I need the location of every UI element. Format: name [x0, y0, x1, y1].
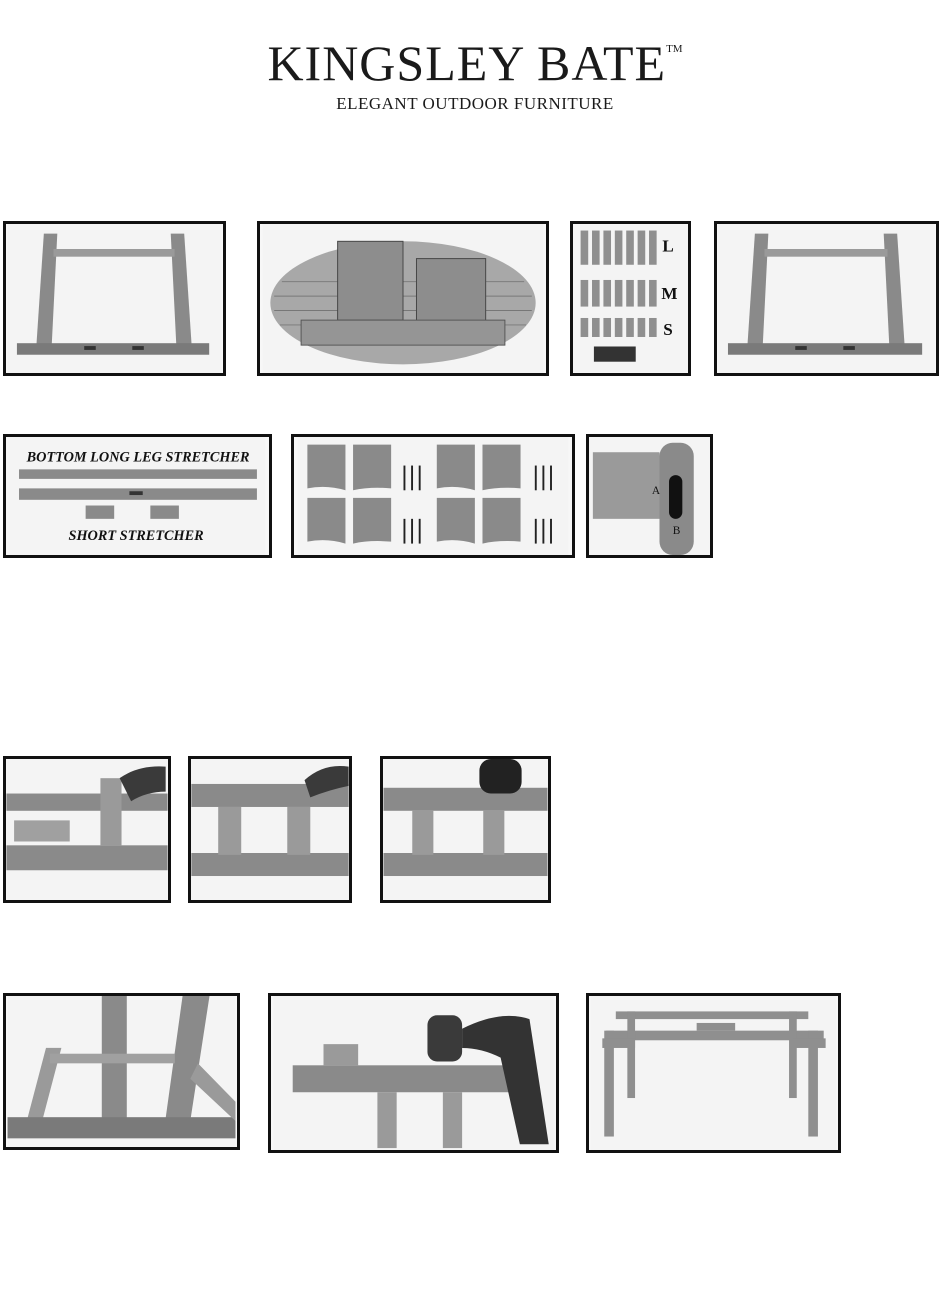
long-stretcher-label: BOTTOM LONG LEG STRETCHER: [26, 450, 250, 466]
trademark: TM: [666, 43, 683, 55]
brand-name: KINGSLEY BATETM: [0, 38, 950, 88]
peg-size-medium: M: [661, 284, 677, 303]
wooden-pegs-photo: L M S: [570, 221, 691, 376]
leg-frame-photo-right: [714, 221, 939, 376]
slot-detail-photo: A B: [586, 434, 713, 558]
assembly-step-4-photo: [3, 993, 240, 1150]
table-top-photo: [257, 221, 549, 376]
stretchers-photo: BOTTOM LONG LEG STRETCHER SHORT STRETCHE…: [3, 434, 272, 558]
assembly-step-1-photo: [3, 756, 171, 903]
brand-tagline: ELEGANT OUTDOOR FURNITURE: [0, 94, 950, 114]
slot-label-a: A: [652, 485, 661, 497]
assembly-step-2-photo: [188, 756, 352, 903]
assembly-step-5-photo: [268, 993, 559, 1153]
assembled-base-photo: [586, 993, 841, 1153]
peg-size-large: L: [662, 236, 673, 255]
corner-brackets-screws-photo: [291, 434, 575, 558]
slot-label-b: B: [673, 525, 681, 537]
leg-frame-photo-left: [3, 221, 226, 376]
short-stretcher-label: SHORT STRETCHER: [69, 528, 204, 544]
assembly-step-3-photo: [380, 756, 551, 903]
peg-size-small: S: [663, 320, 673, 339]
